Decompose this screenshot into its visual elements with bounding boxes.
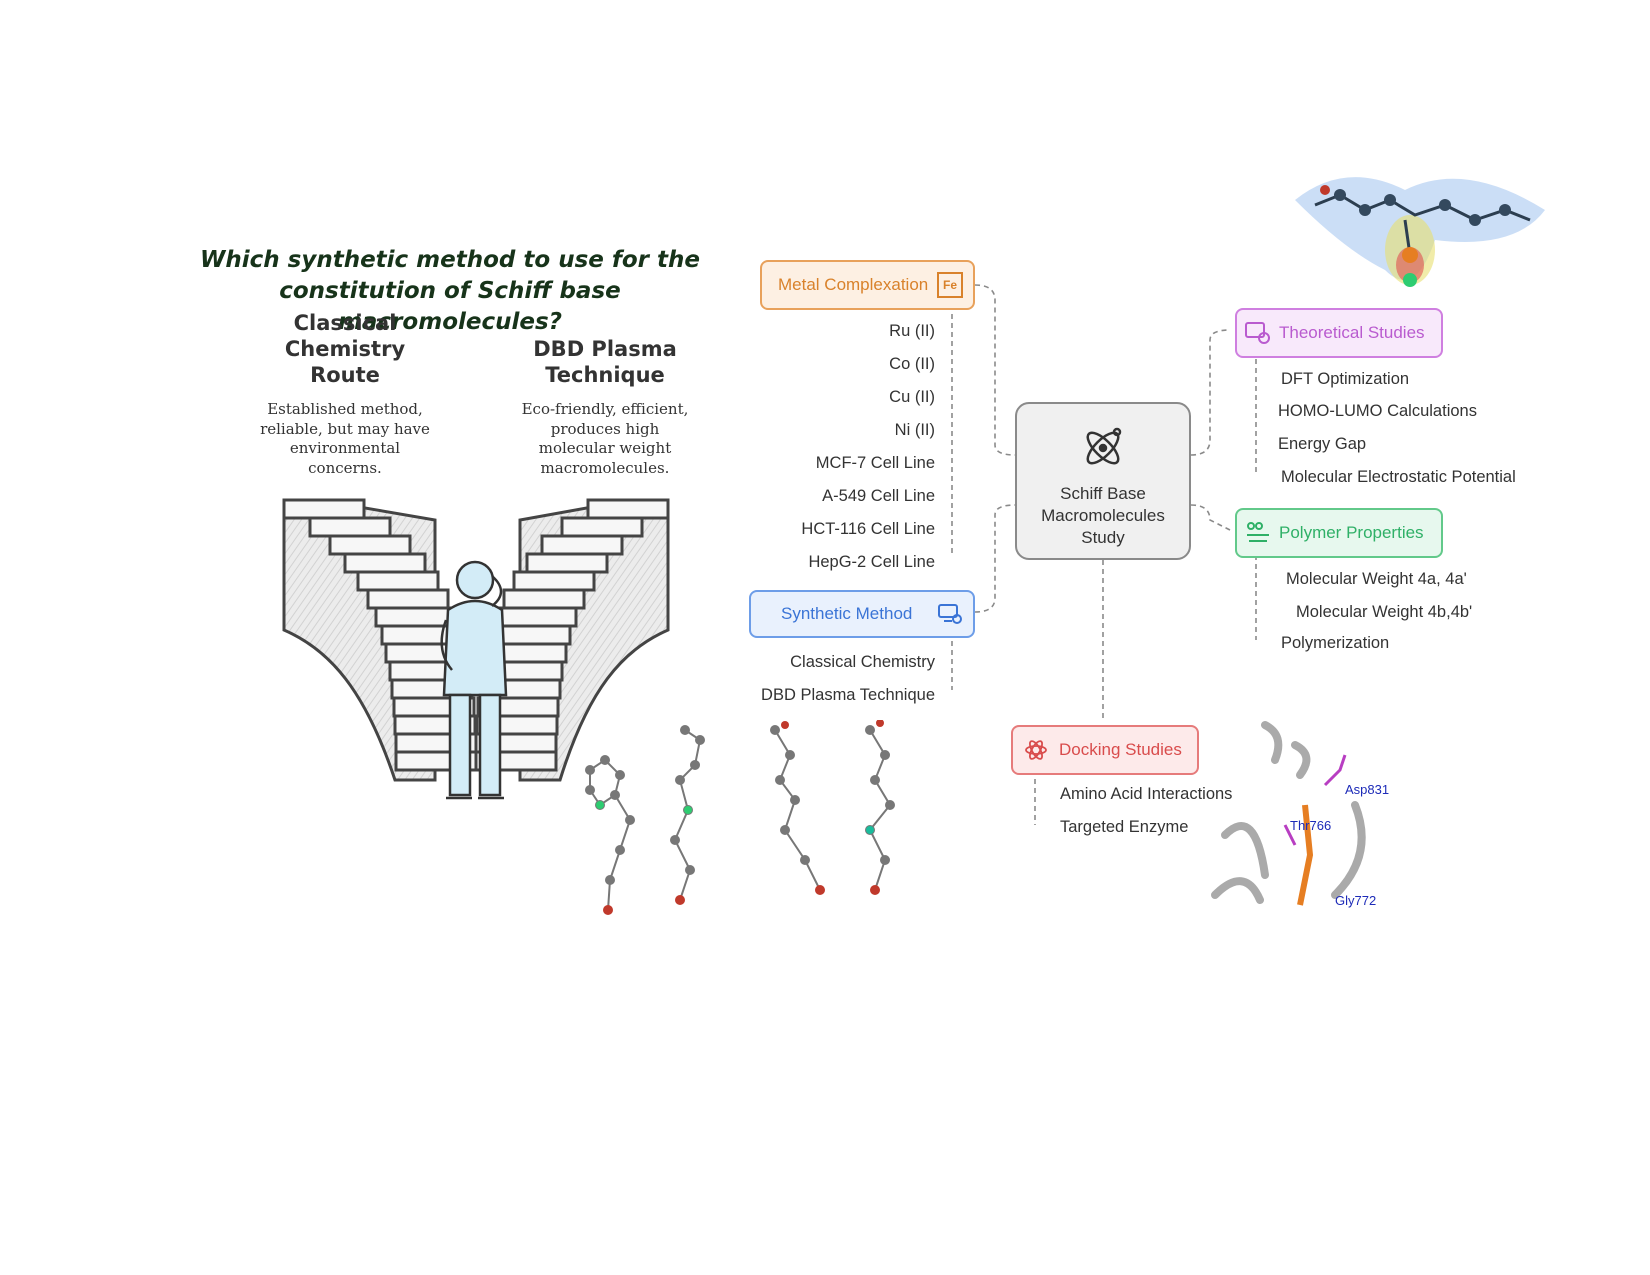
docking-item: Amino Acid Interactions (1060, 785, 1233, 803)
question-line-1: Which synthetic method to use for the (200, 247, 700, 273)
plasma-technique-title: DBD Plasma Technique (520, 336, 690, 388)
polymer-properties-label: Polymer Properties (1279, 523, 1424, 542)
atom-icon (1086, 427, 1122, 465)
synthetic-method-label: Synthetic Method (781, 604, 913, 623)
center-node-label: Schiff Base Macromolecules Study (1017, 483, 1189, 549)
thinking-person-icon (440, 560, 508, 800)
classical-title-line: Classical (293, 311, 397, 335)
two-staircases-illustration (282, 498, 670, 800)
metal-complexation-label: Metal Complexation (778, 275, 929, 294)
classical-title-line: Chemistry (284, 337, 406, 361)
synthetic-item: Classical Chemistry (790, 653, 935, 671)
theoretical-studies-label: Theoretical Studies (1279, 323, 1425, 342)
question-heading: Which synthetic method to use for the co… (170, 245, 730, 338)
plasma-technique-description-text: Eco-friendly, efficient, produces high m… (500, 400, 710, 478)
plasma-desc-line: Eco-friendly, efficient, (521, 400, 689, 418)
synthetic-method-node[interactable]: Synthetic Method (749, 590, 975, 638)
docking-studies-label: Docking Studies (1059, 740, 1182, 759)
docking-item: Targeted Enzyme (1060, 818, 1189, 836)
docking-studies-node[interactable]: Docking Studies (1011, 725, 1199, 775)
molecular-structures-illustration (585, 720, 895, 915)
center-line: Schiff Base (1060, 484, 1146, 503)
center-node-schiff-base-study[interactable]: Schiff Base Macromolecules Study (1015, 402, 1191, 560)
metal-item: MCF-7 Cell Line (815, 454, 935, 472)
metal-item: A-549 Cell Line (822, 487, 935, 505)
synthetic-item: DBD Plasma Technique (761, 686, 935, 704)
metal-item: Co (II) (889, 355, 935, 373)
plasma-title-line: DBD Plasma (533, 337, 677, 361)
monitor-gear-icon (1245, 320, 1271, 346)
classical-route-title: Classical Chemistry Route (270, 310, 420, 388)
theoretical-item: Molecular Electrostatic Potential (1281, 468, 1516, 486)
plasma-title-line: Technique (545, 363, 665, 387)
plasma-desc-line: produces high (550, 419, 660, 438)
classical-desc-line: concerns. (308, 458, 382, 477)
classical-desc-line: Established method, (267, 400, 423, 418)
theoretical-item: HOMO-LUMO Calculations (1278, 402, 1477, 420)
polymer-item: Molecular Weight 4b,4b' (1296, 603, 1473, 621)
residue-label: Thr766 (1290, 818, 1332, 833)
question-line-2: constitution of Schiff base macromolecul… (279, 278, 621, 335)
droplets-icon (1245, 520, 1271, 546)
center-line: Macromolecules (1041, 506, 1165, 525)
metal-complexation-node[interactable]: Metal Complexation Fe (760, 260, 975, 310)
classical-desc-line: environmental (289, 439, 401, 457)
plasma-desc-line: macromolecules. (540, 458, 670, 477)
metal-item: HepG-2 Cell Line (808, 553, 935, 571)
classical-title-line: Route (310, 363, 380, 387)
schiff-base-molecule-esp-illustration (1295, 177, 1545, 287)
theoretical-item: DFT Optimization (1281, 370, 1410, 388)
residue-label: Gly772 (1335, 893, 1377, 908)
protein-ligand-docking-illustration (1211, 721, 1366, 906)
computer-lab-icon (937, 601, 963, 627)
plasma-desc-line: molecular weight (538, 439, 672, 457)
polymer-properties-node[interactable]: Polymer Properties (1235, 508, 1443, 558)
classical-route-description: Established method, reliable, but may ha… (240, 400, 450, 478)
metal-item: Cu (II) (889, 388, 935, 406)
polymer-item: Molecular Weight 4a, 4a' (1286, 570, 1467, 588)
theoretical-item: Energy Gap (1278, 435, 1367, 453)
polymer-item: Polymerization (1281, 634, 1390, 652)
metal-item: Ni (II) (894, 421, 935, 439)
metal-item: Ru (II) (889, 322, 935, 340)
classical-desc-line: reliable, but may have (260, 419, 430, 438)
fe-element-icon: Fe (937, 272, 963, 298)
center-line: Study (1081, 528, 1125, 547)
theoretical-studies-node[interactable]: Theoretical Studies (1235, 308, 1443, 358)
atom-icon (1023, 737, 1049, 763)
metal-item: HCT-116 Cell Line (801, 520, 935, 538)
residue-label: Asp831 (1345, 782, 1390, 797)
